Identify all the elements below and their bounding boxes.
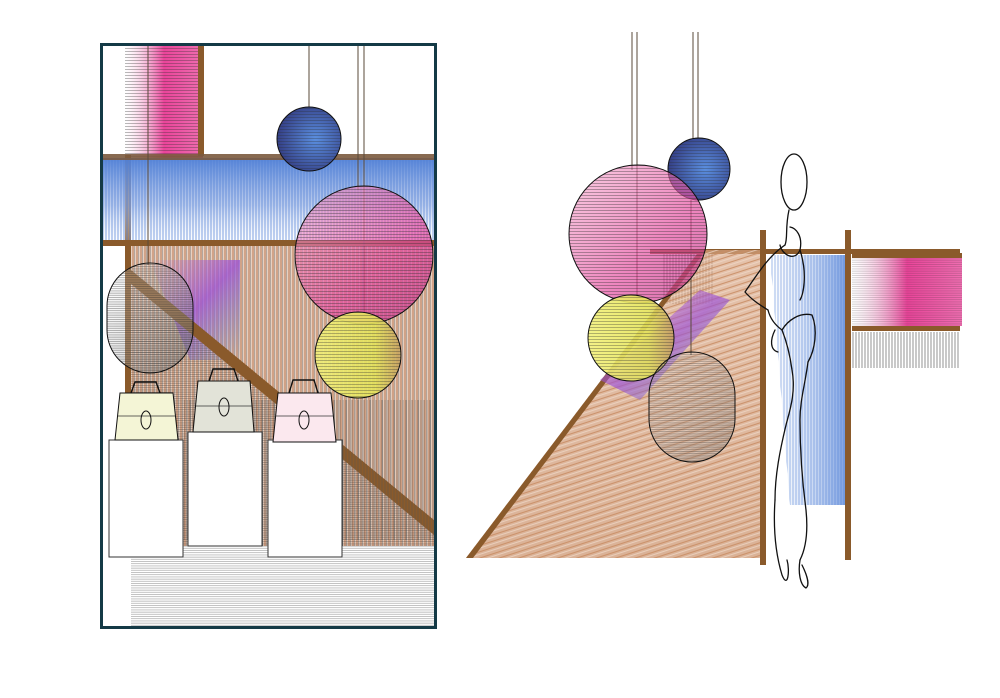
navy-globe-left	[276, 106, 342, 172]
yellow-globe-left	[314, 311, 402, 399]
wood-post-right	[845, 230, 851, 560]
display-plinth-2	[187, 431, 263, 547]
pink-globe-right	[568, 164, 708, 304]
handbag-cream	[114, 381, 179, 441]
wood-top-rail-right	[650, 249, 960, 254]
wood-rail-upper	[103, 154, 434, 160]
wood-post-top	[198, 46, 204, 156]
yellow-globe-right	[587, 294, 675, 382]
handbag-grey	[192, 368, 255, 433]
display-plinth-3	[267, 439, 343, 558]
pink-globe-left	[294, 185, 434, 325]
handbag-blush	[272, 379, 337, 443]
blue-thread-curtain-right	[770, 255, 848, 505]
perspective-view-panel	[466, 32, 962, 589]
wood-post-mid	[760, 230, 766, 565]
pink-thread-curtain	[125, 46, 203, 158]
clear-capsule-right	[648, 351, 736, 463]
front-elevation-panel	[100, 43, 437, 629]
wood-rail-lower	[103, 240, 434, 246]
shopper-figure	[744, 153, 816, 589]
window-frame	[100, 43, 437, 629]
display-plinth-1	[108, 439, 184, 558]
pink-thread-curtain-right	[852, 253, 962, 368]
clear-capsule-left	[106, 262, 194, 374]
